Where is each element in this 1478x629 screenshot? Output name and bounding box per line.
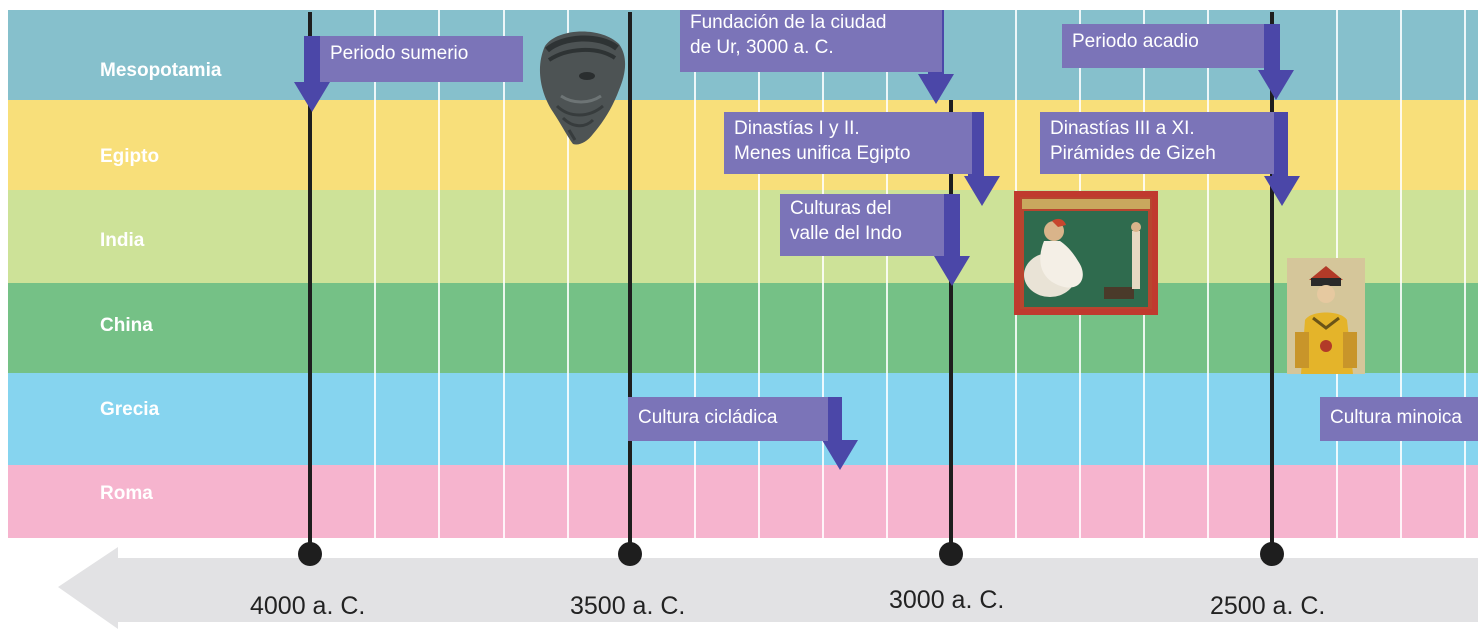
indian-miniature-painting-icon bbox=[1014, 191, 1158, 315]
band-label-egipto: Egipto bbox=[100, 146, 160, 167]
era-dot-2500 bbox=[1260, 542, 1284, 566]
event-line: Fundación de la ciudad bbox=[690, 12, 887, 33]
era-line-3500 bbox=[628, 12, 632, 555]
band-roma: Roma bbox=[8, 465, 1478, 538]
event-culturas-valle-indo: Culturas del valle del Indo bbox=[780, 194, 944, 256]
event-line: Culturas del bbox=[790, 198, 892, 219]
event-arrow-down-icon bbox=[294, 82, 330, 112]
event-arrow-shaft bbox=[968, 112, 984, 178]
sumerian-head-sculpture-icon bbox=[539, 31, 626, 145]
grid-line bbox=[886, 10, 888, 538]
time-axis-arrow bbox=[58, 547, 1478, 629]
event-arrow-down-icon bbox=[918, 74, 954, 104]
era-line-2500 bbox=[1270, 12, 1274, 555]
band-label-mesopotamia: Mesopotamia bbox=[100, 60, 222, 81]
band-label-roma: Roma bbox=[100, 483, 153, 504]
event-arrow-down-icon bbox=[1258, 70, 1294, 100]
event-periodo-acadio: Periodo acadio bbox=[1062, 24, 1264, 68]
era-line-4000 bbox=[308, 12, 312, 555]
event-cultura-minoica: Cultura minoica bbox=[1320, 397, 1478, 441]
event-line: Menes unifica Egipto bbox=[734, 143, 911, 164]
event-arrow-shaft bbox=[1272, 112, 1288, 178]
year-label-4000: 4000 a. C. bbox=[250, 592, 366, 620]
grid-line bbox=[758, 10, 760, 538]
grid-line bbox=[1207, 10, 1209, 538]
event-arrow-down-icon bbox=[822, 440, 858, 470]
band-china: China bbox=[8, 283, 1478, 373]
event-line: Periodo acadio bbox=[1072, 31, 1199, 52]
event-line: Dinastías I y II. bbox=[734, 118, 860, 139]
event-line: Cultura cicládica bbox=[638, 407, 778, 428]
event-arrow-down-icon bbox=[934, 256, 970, 286]
event-arrow-down-icon bbox=[964, 176, 1000, 206]
event-dinastias-i-ii: Dinastías I y II. Menes unifica Egipto bbox=[724, 112, 972, 174]
event-line: valle del Indo bbox=[790, 223, 902, 244]
event-cultura-cicladica: Cultura cicládica bbox=[628, 397, 828, 441]
event-line: Dinastías III a XI. bbox=[1050, 118, 1195, 139]
event-arrow-down-icon bbox=[1264, 176, 1300, 206]
band-label-grecia: Grecia bbox=[100, 399, 160, 420]
grid-line bbox=[503, 10, 505, 538]
grid-line bbox=[694, 10, 696, 538]
band-india: India bbox=[8, 190, 1478, 283]
grid-line bbox=[1464, 10, 1466, 538]
event-fundacion-ur: Fundación de la ciudad de Ur, 3000 a. C. bbox=[680, 10, 942, 72]
band-label-china: China bbox=[100, 315, 153, 336]
era-dot-4000 bbox=[298, 542, 322, 566]
era-dot-3000 bbox=[939, 542, 963, 566]
era-dot-3500 bbox=[618, 542, 642, 566]
year-label-2500: 2500 a. C. bbox=[1210, 592, 1326, 620]
event-line: Periodo sumerio bbox=[330, 43, 469, 64]
band-label-india: India bbox=[100, 230, 145, 251]
chinese-emperor-portrait-icon bbox=[1287, 258, 1365, 374]
grid-line bbox=[1400, 10, 1402, 538]
event-line: de Ur, 3000 a. C. bbox=[690, 37, 834, 58]
event-dinastias-iii-xi: Dinastías III a XI. Pirámides de Gizeh bbox=[1040, 112, 1274, 174]
event-line: Pirámides de Gizeh bbox=[1050, 143, 1216, 164]
event-arrow-shaft bbox=[826, 397, 842, 443]
event-arrow-shaft bbox=[944, 194, 960, 258]
grid-line bbox=[374, 10, 376, 538]
grid-line bbox=[567, 10, 569, 538]
event-arrow-shaft bbox=[304, 36, 320, 86]
event-line: Cultura minoica bbox=[1330, 407, 1462, 428]
era-line-3000 bbox=[949, 100, 953, 555]
grid-line bbox=[822, 10, 824, 538]
year-label-3000: 3000 a. C. bbox=[889, 586, 1005, 614]
event-arrow-shaft bbox=[1264, 24, 1280, 74]
grid-line bbox=[438, 10, 440, 538]
year-label-3500: 3500 a. C. bbox=[570, 592, 686, 620]
event-periodo-sumerio: Periodo sumerio bbox=[320, 36, 523, 82]
